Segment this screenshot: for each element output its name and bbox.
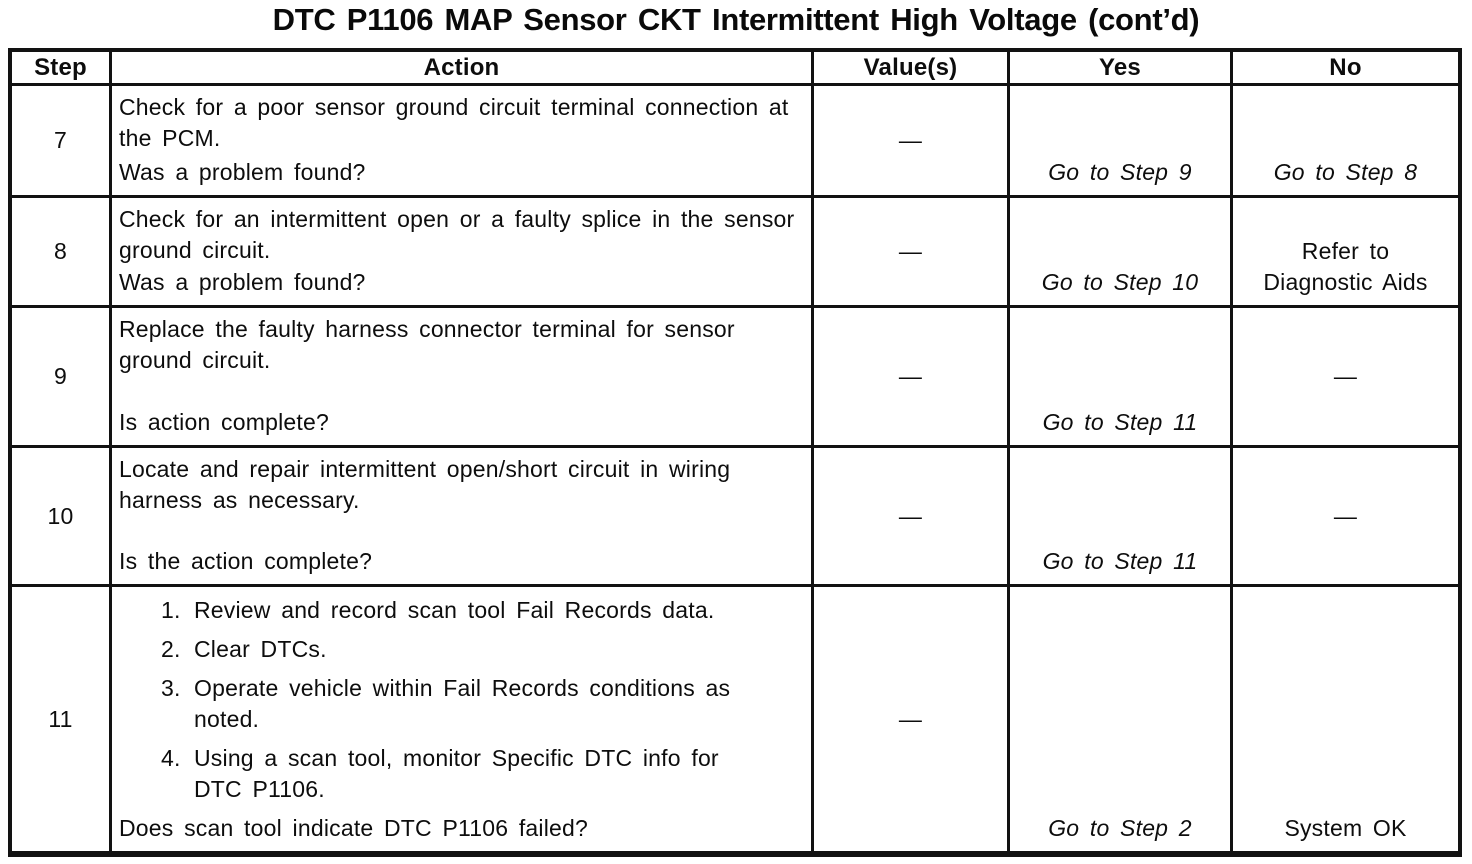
refer-text: Refer to Diagnostic Aids: [1263, 238, 1428, 295]
question-text: Was a problem found?: [119, 269, 366, 295]
value-cell: —: [814, 308, 1010, 448]
yes-cell: Go to Step 11: [1010, 448, 1233, 587]
action-cell: Check for a poor sensor ground circuit t…: [112, 86, 814, 198]
step-cell: 8: [12, 198, 112, 308]
list-item-text: Review and record scan tool Fail Records…: [194, 597, 715, 623]
goto-step-text: Go to Step 11: [1042, 548, 1198, 574]
list-item: 3. Operate vehicle within Fail Records c…: [119, 673, 805, 735]
diagnostic-table: Step Action Value(s) Yes No 7 Check for …: [8, 48, 1462, 857]
list-item: 1. Review and record scan tool Fail Reco…: [119, 595, 805, 626]
question-text: Does scan tool indicate DTC P1106 failed…: [119, 815, 589, 841]
action-text: Check for a poor sensor ground circuit t…: [119, 94, 789, 151]
value-cell: —: [814, 587, 1010, 851]
list-item-text: Clear DTCs.: [194, 636, 327, 662]
step-cell: 10: [12, 448, 112, 587]
question-text: Is action complete?: [119, 409, 329, 435]
goto-step-text: Go to Step 8: [1273, 159, 1418, 185]
goto-step-text: Go to Step 2: [1048, 815, 1192, 841]
step-cell: 9: [12, 308, 112, 448]
list-item-number: 4.: [161, 745, 181, 771]
yes-cell: Go to Step 10: [1010, 198, 1233, 308]
action-cell: Check for an intermittent open or a faul…: [112, 198, 814, 308]
goto-step-text: Go to Step 10: [1041, 269, 1199, 295]
list-item: 4. Using a scan tool, monitor Specific D…: [119, 743, 805, 805]
action-text: Check for an intermittent open or a faul…: [119, 206, 795, 263]
list-item-text: Operate vehicle within Fail Records cond…: [194, 675, 731, 732]
yes-cell: Go to Step 11: [1010, 308, 1233, 448]
value-cell: —: [814, 448, 1010, 587]
question-text: Was a problem found?: [119, 159, 366, 185]
col-header-yes: Yes: [1010, 52, 1233, 86]
col-header-no: No: [1233, 52, 1458, 86]
question-text: Is the action complete?: [119, 548, 373, 574]
step-cell: 11: [12, 587, 112, 851]
col-header-step: Step: [12, 52, 112, 86]
list-item-text: Using a scan tool, monitor Specific DTC …: [194, 745, 719, 802]
list-item-number: 2.: [161, 636, 181, 662]
goto-step-text: Go to Step 11: [1042, 409, 1198, 435]
list-item-number: 1.: [161, 597, 181, 623]
list-item-number: 3.: [161, 675, 181, 701]
col-header-action: Action: [112, 52, 814, 86]
no-cell: Go to Step 8: [1233, 86, 1458, 198]
no-cell: —: [1233, 308, 1458, 448]
no-cell: —: [1233, 448, 1458, 587]
action-cell: 1. Review and record scan tool Fail Reco…: [112, 587, 814, 851]
value-cell: —: [814, 86, 1010, 198]
col-header-values: Value(s): [814, 52, 1010, 86]
goto-step-text: Go to Step 9: [1048, 159, 1192, 185]
value-cell: —: [814, 198, 1010, 308]
yes-cell: Go to Step 2: [1010, 587, 1233, 851]
action-cell: Locate and repair intermittent open/shor…: [112, 448, 814, 587]
system-ok-text: System OK: [1284, 815, 1407, 841]
action-text: Locate and repair intermittent open/shor…: [119, 456, 731, 513]
no-cell: System OK: [1233, 587, 1458, 851]
action-text: Replace the faulty harness connector ter…: [119, 316, 735, 373]
action-cell: Replace the faulty harness connector ter…: [112, 308, 814, 448]
page-title: DTC P1106 MAP Sensor CKT Intermittent Hi…: [272, 2, 1200, 37]
no-cell: Refer to Diagnostic Aids: [1233, 198, 1458, 308]
list-item: 2. Clear DTCs.: [119, 634, 805, 665]
action-numbered-list: 1. Review and record scan tool Fail Reco…: [119, 593, 805, 813]
yes-cell: Go to Step 9: [1010, 86, 1233, 198]
step-cell: 7: [12, 86, 112, 198]
